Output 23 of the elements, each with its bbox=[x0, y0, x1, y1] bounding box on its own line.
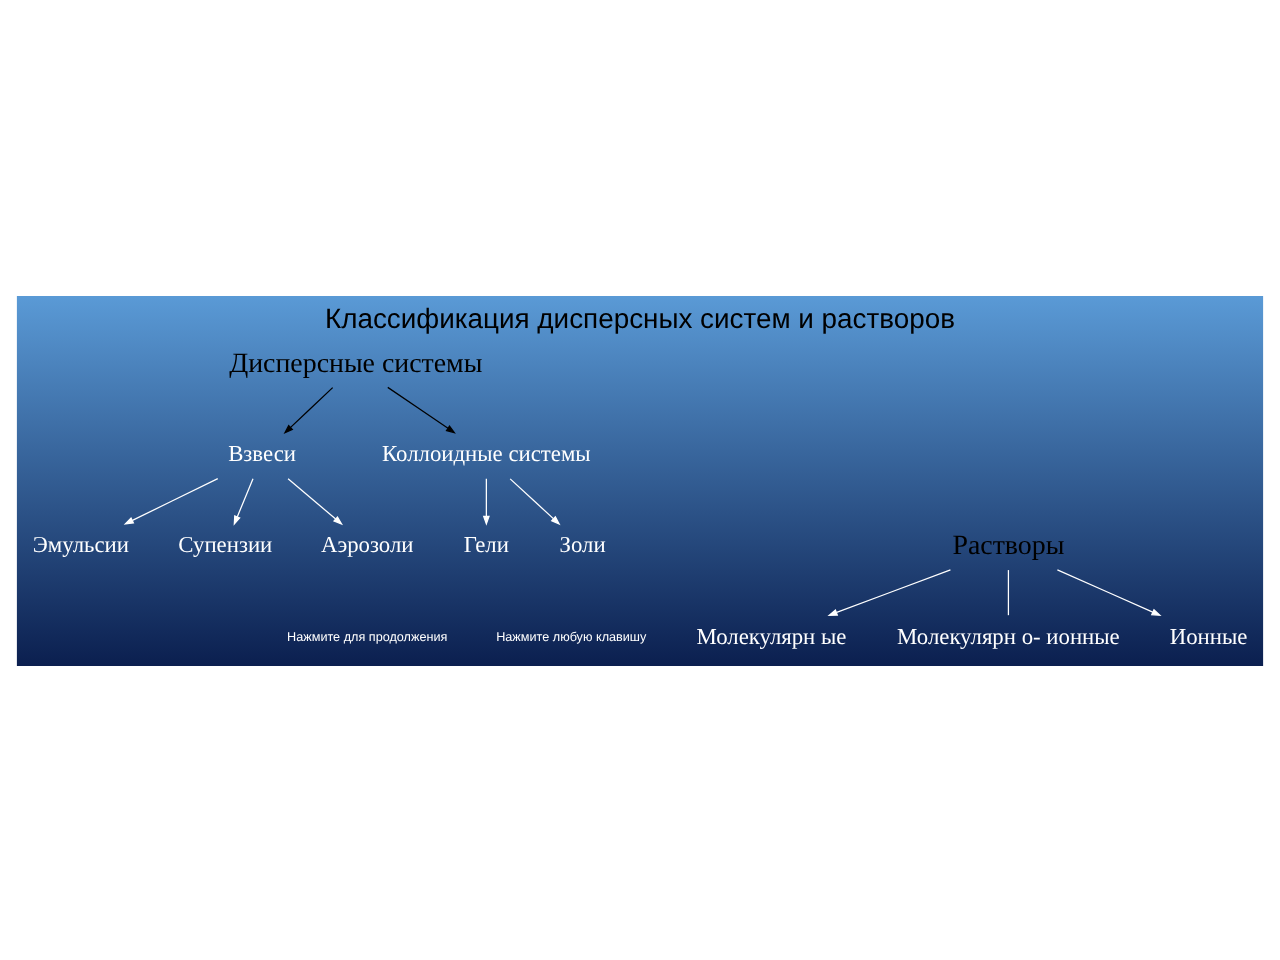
node-text: Взвеси bbox=[228, 442, 296, 467]
node-text: Золи bbox=[559, 533, 606, 558]
diagram-title: Классификация дисперсных систем и растворов bbox=[324, 301, 956, 334]
arrow bbox=[1056, 568, 1162, 615]
arrow bbox=[233, 477, 254, 525]
connector bbox=[1007, 568, 1010, 615]
node-text: Эмульсии bbox=[32, 533, 129, 558]
node-text: Растворы bbox=[952, 530, 1065, 561]
arrow bbox=[482, 477, 490, 525]
arrow bbox=[509, 477, 561, 525]
arrow bbox=[287, 477, 343, 525]
node-text: Аэрозоли bbox=[320, 533, 414, 558]
node-text: Молекулярн о- ионные bbox=[897, 624, 1120, 649]
arrow bbox=[283, 385, 334, 434]
node-text: Ионные bbox=[1169, 624, 1248, 649]
node-text: Гели bbox=[463, 533, 509, 558]
node-text: Коллоидные системы bbox=[382, 442, 591, 467]
arrow bbox=[387, 385, 456, 433]
node-text: Дисперсные системы bbox=[229, 348, 483, 379]
arrow bbox=[123, 477, 219, 524]
node-text: Супензии bbox=[178, 533, 273, 558]
node-text: Молекулярн ые bbox=[696, 624, 847, 649]
arrow bbox=[827, 568, 952, 615]
